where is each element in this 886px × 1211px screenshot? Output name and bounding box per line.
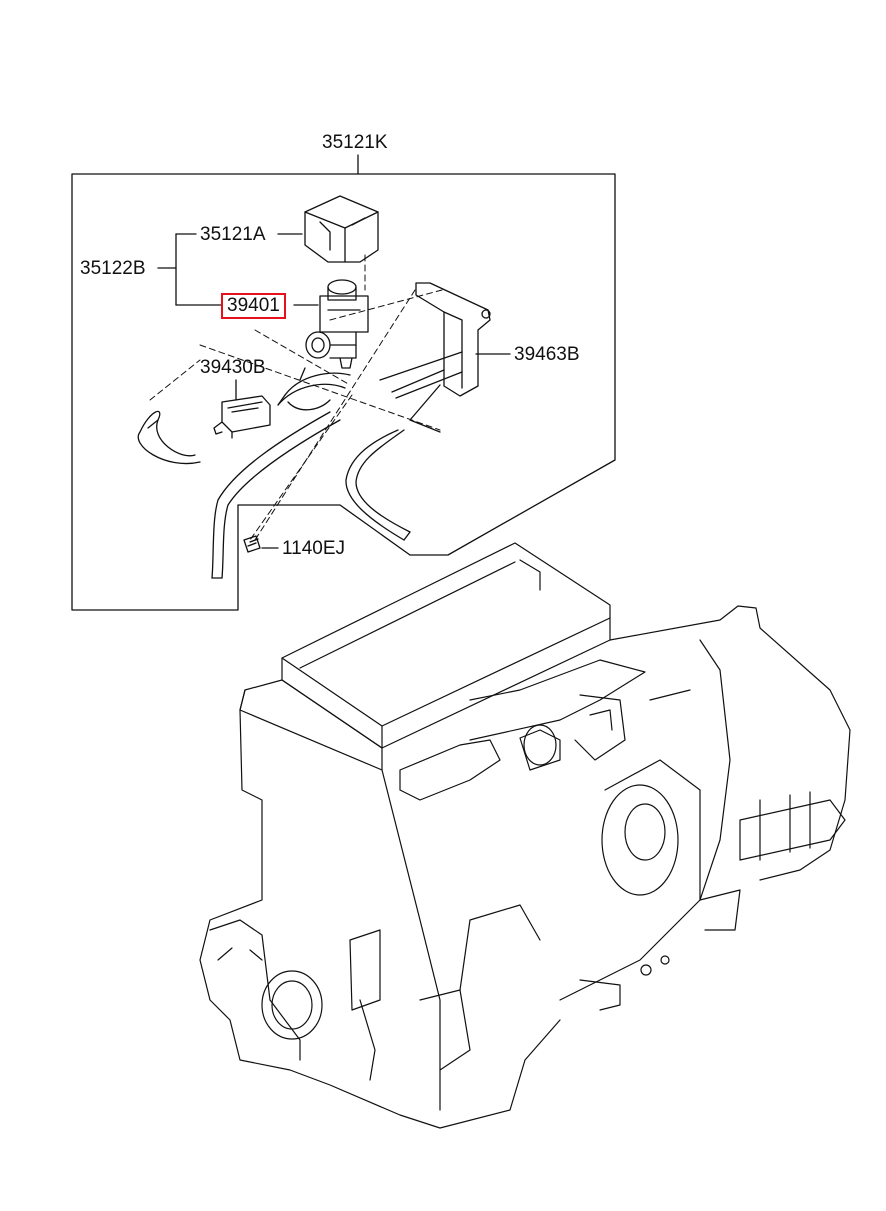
label-bolt: 1140EJ	[282, 538, 346, 559]
leader-lines	[157, 233, 511, 549]
label-filter: 39430B	[200, 357, 266, 378]
engine-outline	[199, 542, 851, 1129]
mount-bracket-part	[379, 282, 491, 433]
assembly-frame	[71, 154, 616, 611]
bracket-cap-part	[304, 195, 379, 263]
hoses	[137, 367, 411, 579]
label-bracket-cap: 35121A	[200, 224, 266, 245]
label-valve-group: 35122B	[80, 258, 146, 279]
bolt-part	[243, 535, 261, 553]
solenoid-valve-part	[305, 279, 369, 369]
dashed-lines	[149, 254, 443, 541]
label-assembly: 35121K	[322, 132, 388, 153]
label-solenoid-valve: 39401	[221, 293, 286, 319]
label-mount-bracket: 39463B	[514, 344, 580, 365]
filter-part	[213, 395, 271, 439]
